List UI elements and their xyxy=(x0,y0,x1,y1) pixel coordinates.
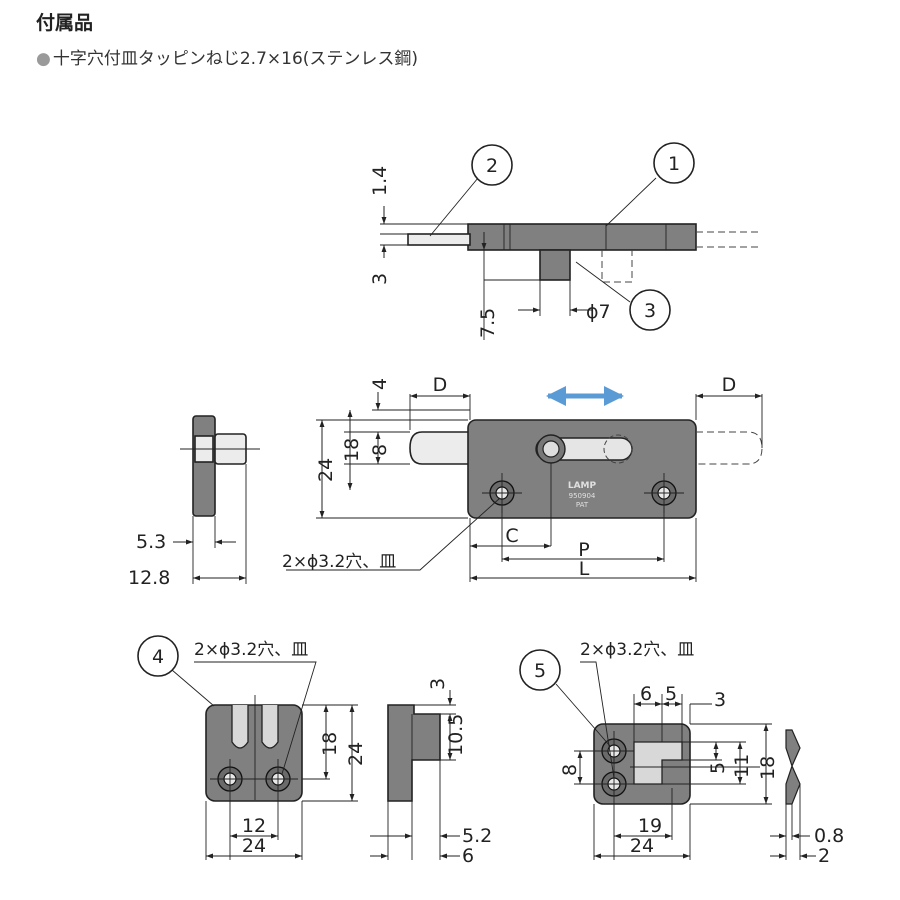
dim-12: 12 xyxy=(242,815,266,837)
dim-4: 4 xyxy=(369,378,391,390)
dim-24: 24 xyxy=(630,835,654,857)
stamp-pat: PAT xyxy=(576,501,589,509)
dim-11: 11 xyxy=(731,754,753,778)
catch-4-view: 18 24 12 24 4 2×ϕ3.2穴、皿 3 10.5 5.2 6 xyxy=(137,635,492,867)
leader-2 xyxy=(429,177,479,237)
catch-4-holes-leader xyxy=(194,661,317,775)
dim-19: 19 xyxy=(638,815,662,837)
knob-alt-position xyxy=(603,434,633,464)
ext-lines xyxy=(539,280,571,316)
ext-lines xyxy=(633,694,691,742)
dim-d-left: D xyxy=(433,374,448,396)
hole-centerlines xyxy=(482,473,684,513)
side-6: 6 xyxy=(462,845,474,867)
dim-l: L xyxy=(579,558,590,580)
leader-5 xyxy=(555,683,611,747)
leader-4 xyxy=(171,669,215,707)
dim-12-8: 12.8 xyxy=(128,567,170,589)
plate-end xyxy=(192,415,216,517)
side-view: 1.4 3 7.5 ϕ7 2 1 3 xyxy=(369,142,762,340)
dim-5-side: 5 xyxy=(707,762,729,774)
hidden-lines xyxy=(601,231,762,283)
catch-4-centerlines xyxy=(210,695,298,860)
catch-5-side xyxy=(785,729,801,805)
leader-1 xyxy=(605,177,657,227)
front-view: LAMP 950904 PAT D D 24 18 8 4 C P L 2×ϕ3… xyxy=(282,374,763,582)
leader-3 xyxy=(575,261,631,303)
accessory-line: ●十字穴付皿タッピンねじ2.7×16(ステンレス鋼) xyxy=(36,44,418,69)
callout-1-label: 1 xyxy=(668,153,680,175)
bullet-icon: ● xyxy=(36,49,51,69)
ext-lines xyxy=(205,801,303,860)
dim-24: 24 xyxy=(315,458,337,482)
callout-4-label: 4 xyxy=(152,646,164,668)
catch-5-holes-label: 2×ϕ3.2穴、皿 xyxy=(580,640,694,660)
side-2: 2 xyxy=(818,845,830,867)
catch-5-holes-leader xyxy=(580,661,615,779)
side-3: 3 xyxy=(427,678,449,690)
catch-4-slots xyxy=(231,705,279,749)
dim-1-4: 1.4 xyxy=(369,166,391,196)
dim-24-w: 24 xyxy=(242,835,266,857)
ext-lines xyxy=(469,463,697,582)
callout-5 xyxy=(519,649,561,691)
side-inner-lines xyxy=(503,224,667,250)
section-title: 付属品 xyxy=(36,12,94,34)
dim-8: 8 xyxy=(369,444,391,456)
knob-front-inner xyxy=(542,440,560,458)
catch-4-holes-label: 2×ϕ3.2穴、皿 xyxy=(194,640,308,660)
dim-3: 3 xyxy=(714,689,726,711)
dim-8: 8 xyxy=(559,764,581,776)
dim-18: 18 xyxy=(757,756,779,780)
end-view: 5.3 12.8 xyxy=(128,415,260,589)
dim-24-h: 24 xyxy=(345,742,367,766)
dim-6: 6 xyxy=(640,683,652,705)
slide-bolt-front xyxy=(409,431,471,465)
dim-d-right: D xyxy=(722,374,737,396)
bolt-plate-front xyxy=(467,419,697,519)
callout-2-label: 2 xyxy=(486,155,498,177)
ext-lines xyxy=(593,788,691,860)
accessory-text: 十字穴付皿タッピンねじ2.7×16(ステンレス鋼) xyxy=(52,49,419,69)
catch-5-centerlines xyxy=(594,731,760,860)
knob-side xyxy=(539,249,571,281)
callout-5-label: 5 xyxy=(534,660,546,682)
slide-bolt-side xyxy=(407,233,471,246)
dim-5-3: 5.3 xyxy=(136,531,166,553)
catch-4-side xyxy=(387,704,441,802)
callout-3-label: 3 xyxy=(644,300,656,322)
holes-label: 2×ϕ3.2穴、皿 xyxy=(282,552,396,572)
dim-5-top: 5 xyxy=(665,683,677,705)
dim-18: 18 xyxy=(319,732,341,756)
side-10-5: 10.5 xyxy=(445,714,467,756)
dim-c: C xyxy=(505,525,518,547)
callout-1 xyxy=(653,142,695,184)
bolt-body-side xyxy=(467,223,697,251)
hidden-bolt xyxy=(696,431,763,465)
ext-lines xyxy=(409,394,763,448)
holes-leader xyxy=(286,497,501,571)
callout-2 xyxy=(471,144,513,186)
catch-5-view: 6 5 3 8 5 11 18 19 24 5 2×ϕ3.2穴、皿 0.8 xyxy=(519,640,844,867)
dim-p: P xyxy=(578,539,589,561)
side-5-2: 5.2 xyxy=(462,825,492,847)
side-0-8: 0.8 xyxy=(814,825,844,847)
ext-lines xyxy=(302,704,358,802)
callout-4 xyxy=(137,635,179,677)
dim-7-5: 7.5 xyxy=(477,308,499,338)
dim-18: 18 xyxy=(341,438,363,462)
callout-3 xyxy=(629,289,671,331)
dim-phi7: ϕ7 xyxy=(586,301,611,323)
stamp-number: 950904 xyxy=(569,492,596,500)
stamp-brand: LAMP xyxy=(568,481,597,491)
dim-3: 3 xyxy=(369,273,391,285)
